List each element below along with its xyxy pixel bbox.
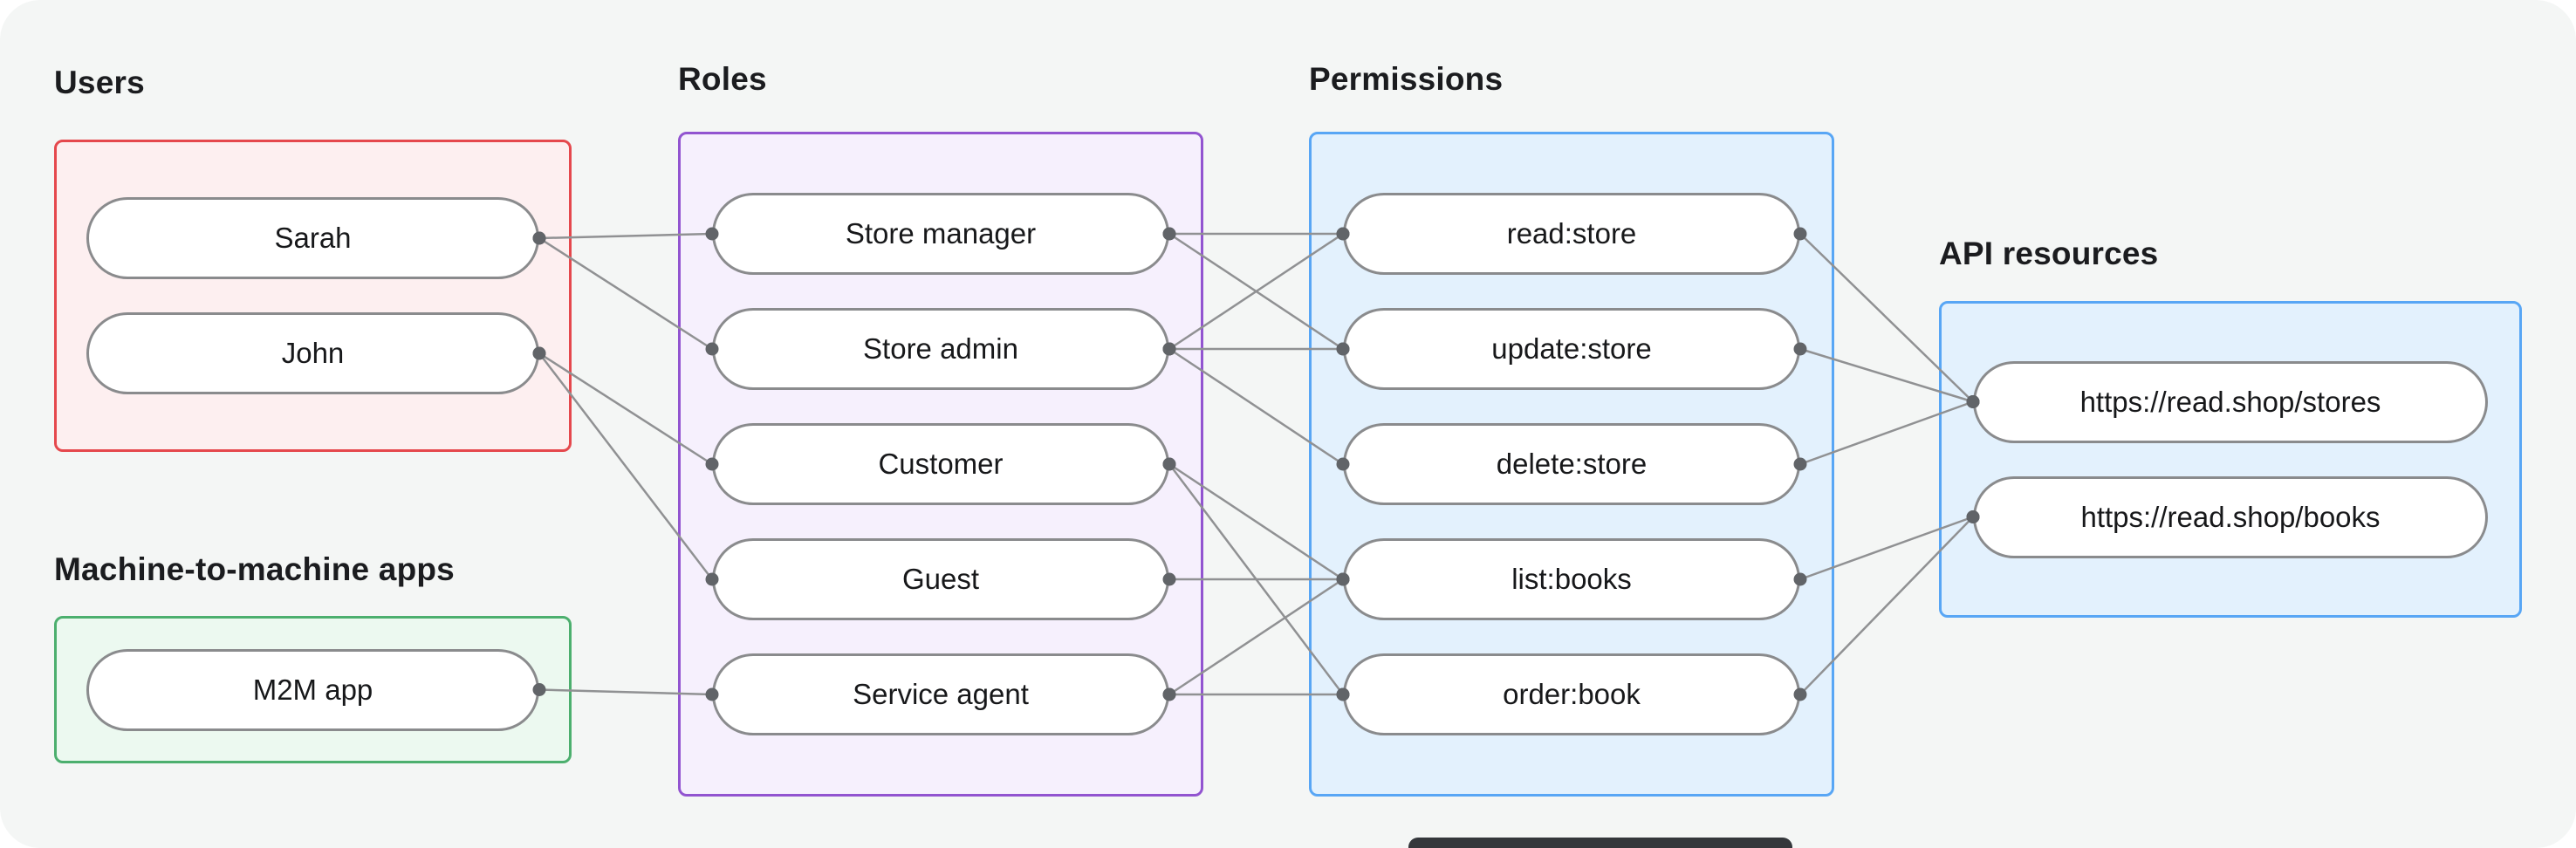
node-store-manager: Store manager xyxy=(712,193,1169,275)
group-permissions-box: read:store update:store delete:store list:b… xyxy=(1309,132,1834,797)
node-guest: Guest xyxy=(712,538,1169,620)
group-m2m-box: M2M app xyxy=(54,616,572,763)
node-list-books: list:books xyxy=(1343,538,1800,620)
group-permissions-label: Permissions xyxy=(1309,61,1504,97)
group-api-box: https://read.shop/stores https://read.sho… xyxy=(1939,301,2522,618)
node-sarah: Sarah xyxy=(86,197,539,279)
node-update-store: update:store xyxy=(1343,308,1800,390)
node-service-agent: Service agent xyxy=(712,653,1169,735)
group-m2m-label: Machine-to-machine apps xyxy=(54,551,455,587)
group-roles-label: Roles xyxy=(678,61,767,97)
node-read-store: read:store xyxy=(1343,193,1800,275)
node-order-book: order:book xyxy=(1343,653,1800,735)
node-m2m-app: M2M app xyxy=(86,648,539,731)
node-john: John xyxy=(86,312,539,394)
group-users-label: Users xyxy=(54,65,145,100)
node-delete-store: delete:store xyxy=(1343,423,1800,505)
group-api-label: API resources xyxy=(1939,236,2159,271)
node-stores: https://read.shop/stores xyxy=(1973,360,2488,443)
node-store-admin: Store admin xyxy=(712,308,1169,390)
partial-bottom-element xyxy=(1408,838,1792,848)
node-books: https://read.shop/books xyxy=(1973,475,2488,558)
node-customer: Customer xyxy=(712,423,1169,505)
